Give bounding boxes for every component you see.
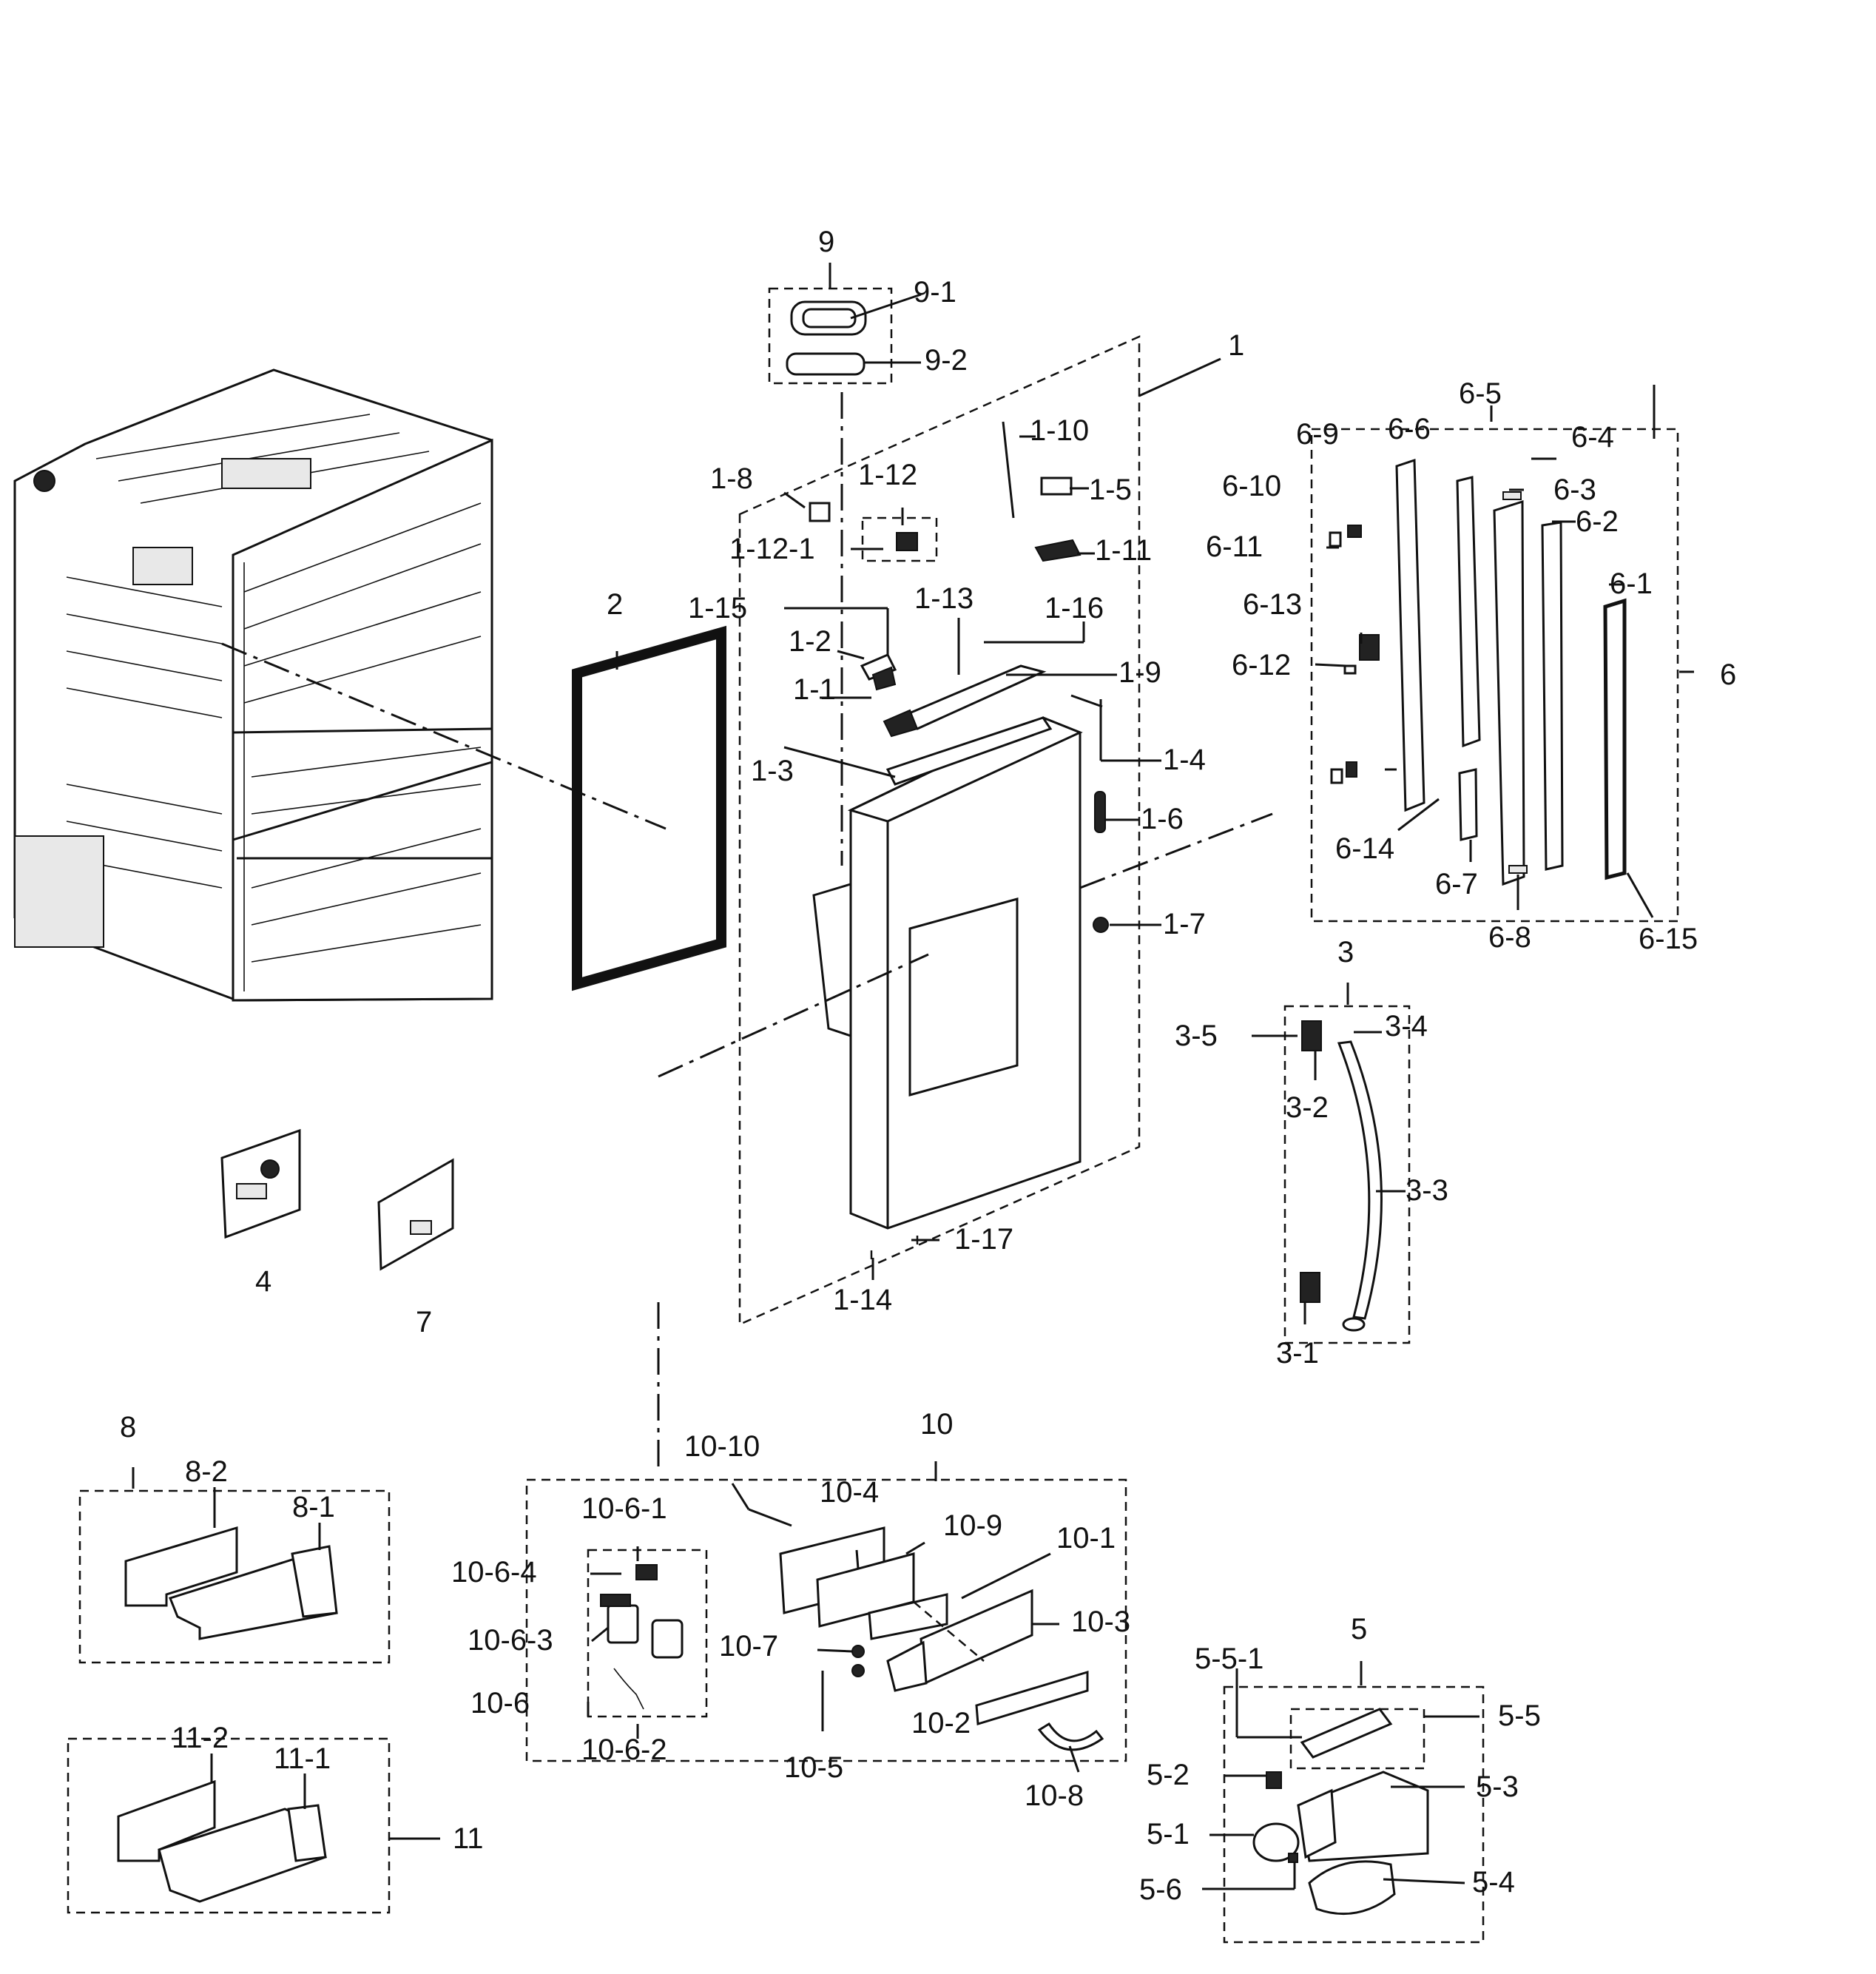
label-6-10: 6-10 [1222, 470, 1281, 502]
label-6-1: 6-1 [1610, 567, 1653, 600]
part-8-group [78, 1489, 391, 1664]
door-assembly-1 [657, 335, 1273, 1472]
label-6-4: 6-4 [1571, 421, 1614, 454]
label-6-12: 6-12 [1232, 649, 1291, 681]
label-10-1: 10-1 [1056, 1522, 1116, 1554]
part-9-group [768, 287, 893, 866]
label-9-1: 9-1 [914, 276, 956, 309]
label-1-10: 1-10 [1030, 414, 1089, 447]
label-1-5: 1-5 [1089, 474, 1132, 506]
label-8-1: 8-1 [292, 1491, 335, 1523]
part-5-group [1223, 1685, 1485, 1944]
label-6-14: 6-14 [1335, 832, 1394, 865]
label-3: 3 [1337, 936, 1354, 969]
door-gasket-2 [221, 625, 726, 991]
label-1-15: 1-15 [688, 592, 747, 624]
label-1-7: 1-7 [1163, 908, 1206, 940]
label-1-1: 1-1 [793, 673, 836, 706]
label-6-5: 6-5 [1459, 377, 1502, 410]
label-6-13: 6-13 [1243, 588, 1302, 621]
label-3-3: 3-3 [1406, 1174, 1448, 1207]
part-6-group [1310, 428, 1679, 923]
refrigerator-cabinet [13, 368, 493, 1002]
label-1-4: 1-4 [1163, 744, 1206, 776]
label-8: 8 [120, 1411, 136, 1444]
label-10-6-1: 10-6-1 [581, 1492, 667, 1525]
label-5-1: 5-1 [1147, 1818, 1190, 1850]
label-6-2: 6-2 [1576, 505, 1619, 538]
label-10-4: 10-4 [820, 1476, 879, 1509]
label-1-2: 1-2 [789, 625, 831, 658]
part-3-group [1283, 1005, 1411, 1344]
label-1-16: 1-16 [1045, 592, 1104, 624]
label-6-11: 6-11 [1206, 530, 1263, 563]
label-10-6-3: 10-6-3 [468, 1624, 553, 1657]
label-1-11: 1-11 [1095, 534, 1152, 567]
label-10-8: 10-8 [1025, 1779, 1084, 1812]
label-10: 10 [920, 1408, 954, 1441]
cover-part-4 [220, 1128, 301, 1239]
label-5-5-1: 5-5-1 [1195, 1643, 1263, 1675]
label-1-17: 1-17 [954, 1223, 1013, 1256]
label-3-5: 3-5 [1175, 1020, 1218, 1052]
label-10-6: 10-6 [470, 1687, 530, 1719]
label-10-6-2: 10-6-2 [581, 1734, 667, 1766]
label-6-8: 6-8 [1488, 921, 1531, 954]
label-5-6: 5-6 [1139, 1873, 1182, 1906]
label-4: 4 [255, 1265, 271, 1298]
label-3-4: 3-4 [1385, 1010, 1428, 1042]
label-7: 7 [416, 1306, 432, 1338]
label-6-3: 6-3 [1553, 474, 1596, 506]
label-1-8: 1-8 [710, 462, 753, 495]
label-1-12: 1-12 [858, 459, 917, 491]
label-10-10: 10-10 [684, 1430, 760, 1463]
label-9-2: 9-2 [925, 344, 968, 377]
label-5: 5 [1351, 1613, 1367, 1645]
label-1: 1 [1228, 329, 1244, 362]
label-1-12-1: 1-12-1 [729, 533, 815, 565]
label-1-9: 1-9 [1118, 656, 1161, 689]
label-11-1: 11-1 [274, 1742, 331, 1775]
label-8-2: 8-2 [185, 1455, 228, 1488]
label-10-5: 10-5 [784, 1751, 843, 1784]
part-10-group [525, 1478, 1127, 1762]
part-11-group [67, 1737, 391, 1914]
label-11-2: 11-2 [172, 1722, 229, 1754]
leader-lines [132, 263, 1694, 1890]
label-1-3: 1-3 [751, 755, 794, 787]
label-3-1: 3-1 [1276, 1337, 1319, 1370]
callout-labels: 9 9-1 9-2 1 1-10 1-8 1-12 1-5 1-12-1 1-1… [120, 226, 1736, 1906]
label-9: 9 [818, 226, 834, 258]
label-5-4: 5-4 [1472, 1866, 1515, 1899]
label-5-5: 5-5 [1498, 1700, 1541, 1732]
label-6-6: 6-6 [1388, 413, 1431, 445]
label-1-13: 1-13 [914, 582, 974, 615]
label-10-2: 10-2 [911, 1707, 971, 1739]
label-6-9: 6-9 [1296, 418, 1339, 451]
label-5-2: 5-2 [1147, 1759, 1190, 1791]
label-10-3: 10-3 [1071, 1606, 1130, 1638]
label-5-3: 5-3 [1476, 1771, 1519, 1803]
cover-part-7 [377, 1158, 454, 1271]
label-11: 11 [453, 1822, 484, 1855]
label-1-6: 1-6 [1141, 803, 1184, 835]
label-2: 2 [607, 588, 623, 621]
label-10-6-4: 10-6-4 [451, 1556, 537, 1589]
label-6-15: 6-15 [1639, 923, 1698, 955]
label-6: 6 [1720, 658, 1736, 691]
label-10-7: 10-7 [719, 1630, 778, 1663]
label-6-7: 6-7 [1435, 868, 1478, 900]
label-1-14: 1-14 [833, 1284, 892, 1316]
label-10-9: 10-9 [943, 1509, 1002, 1542]
label-3-2: 3-2 [1286, 1091, 1329, 1124]
